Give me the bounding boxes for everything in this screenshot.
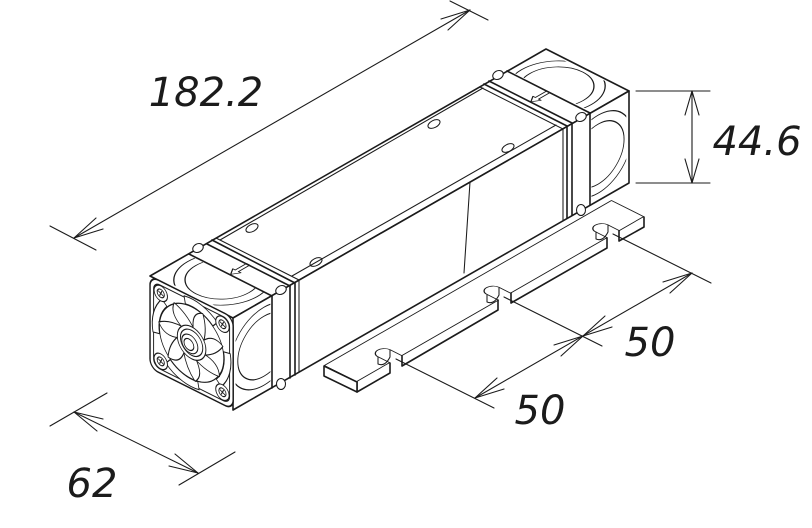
rail-top-surface	[323, 200, 645, 382]
dim-foot-spacing: 50 50	[395, 233, 712, 434]
rear-fan-side-bore	[591, 110, 627, 199]
dim-height-label: 44.6	[712, 119, 801, 165]
fan-corner-screws	[153, 284, 230, 402]
dim-foot-spacing-1-label: 50	[515, 388, 566, 434]
dim-width-label: 62	[67, 461, 118, 507]
dim-foot-spacing-2-label: 50	[625, 320, 676, 366]
side-panel-seam	[463, 181, 471, 274]
dim-height: 44.6	[635, 90, 802, 184]
rail-front-end-face	[323, 365, 358, 393]
mounting-rail	[323, 200, 645, 393]
rear-section-edge	[483, 83, 568, 219]
front-fan-side-bore	[235, 302, 271, 391]
front-section-edge	[211, 239, 296, 376]
dim-length: 182.2	[49, 0, 489, 251]
side-plane-details	[235, 110, 627, 391]
rear-section-edge-2	[479, 86, 564, 222]
fan-hub	[176, 324, 207, 361]
rear-fan-strap	[488, 69, 591, 217]
top-cover-holes	[245, 119, 515, 267]
top-chamfer-line	[219, 87, 484, 241]
device-body	[149, 48, 630, 411]
front-fan-strap	[188, 242, 291, 391]
front-fan-face	[149, 278, 234, 408]
dim-length-label: 182.2	[149, 70, 264, 116]
foot-notch-walls	[377, 224, 609, 366]
dim-width: 62	[49, 392, 236, 507]
front-section-edge-2	[215, 237, 300, 373]
